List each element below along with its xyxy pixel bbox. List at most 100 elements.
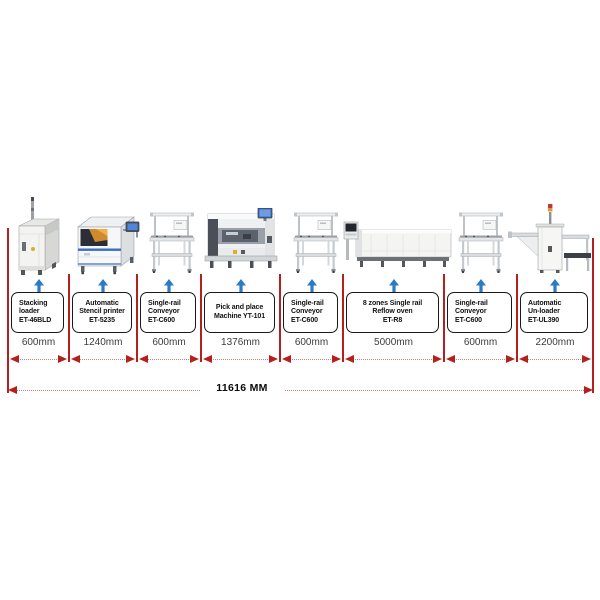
arrowhead-right-icon (126, 355, 135, 364)
arrowhead-right-icon (269, 355, 278, 364)
dimension-line (290, 358, 333, 360)
arrowhead-left-icon (10, 355, 19, 364)
reflow-oven-machine-image (343, 221, 453, 269)
width-dimension-arrow (10, 355, 67, 364)
station-name-line: Reflow oven (372, 308, 413, 316)
arrowhead-left-icon (203, 355, 212, 364)
station-name-line: ET-UL390 (528, 316, 560, 324)
station-name-line: ET-5235 (89, 316, 115, 324)
flow-up-arrow-icon (306, 279, 317, 294)
un-loader-icon (508, 204, 591, 273)
width-dimension-arrow (282, 355, 341, 364)
conveyor-icon (149, 212, 195, 273)
pick-and-place-machine-image (203, 208, 279, 270)
flow-up-arrow-icon (33, 279, 44, 294)
arrowhead-right-icon (582, 355, 591, 364)
dimension-divider-line (68, 274, 70, 362)
station-name-line: Single-rail (291, 299, 324, 307)
station-width-label: 2200mm (535, 337, 575, 348)
station-name-line: Conveyor (291, 308, 323, 316)
width-dimension-arrow (345, 355, 442, 364)
arrowhead-right-icon (58, 355, 67, 364)
arrowhead-right-icon (190, 355, 199, 364)
station-name-line: ET-C600 (148, 316, 175, 324)
flow-up-arrow-icon (98, 279, 108, 294)
conveyor-machine-image-2 (293, 212, 339, 273)
arrowhead-left-icon (282, 355, 291, 364)
reflow-oven-icon (343, 221, 452, 267)
arrowhead-left-icon (519, 355, 528, 364)
station-name-line: Single-rail (148, 299, 181, 307)
width-dimension-arrow (446, 355, 515, 364)
flow-up-arrow-icon (164, 279, 174, 294)
total-arrowhead-right-icon (584, 386, 593, 395)
dimension-line (353, 358, 434, 360)
conveyor-machine-image-3 (458, 212, 504, 273)
stencil-printer-machine-image (76, 213, 144, 276)
station-name-line: ET-46BLD (19, 316, 52, 324)
station-width-label: 600mm (21, 337, 56, 348)
station-name-line: ET-R8 (382, 316, 403, 324)
dimension-divider-line (200, 274, 202, 362)
flow-up-arrow-icon (235, 279, 246, 294)
dimension-line (211, 358, 270, 360)
arrowhead-right-icon (332, 355, 341, 364)
station-width-label: 1376mm (221, 337, 260, 348)
arrowhead-left-icon (139, 355, 148, 364)
dimension-divider-line (516, 274, 518, 362)
width-dimension-arrow (71, 355, 135, 364)
arrowhead-right-icon (506, 355, 515, 364)
station-name-line: Machine YT-101 (214, 312, 265, 320)
dimension-divider-line (443, 274, 445, 362)
stacking-loader-machine-image (15, 196, 63, 278)
station-name-line: Conveyor (148, 308, 180, 316)
total-dimension-line (15, 389, 586, 391)
station-name-line: Conveyor (455, 308, 487, 316)
station-width-label: 5000mm (374, 337, 413, 348)
station-width-label: 1240mm (83, 337, 123, 348)
width-dimension-arrow (519, 355, 591, 364)
station-name-line: Un-loader (528, 308, 560, 316)
dimension-line (454, 358, 507, 360)
dimension-divider-line (342, 274, 344, 362)
flow-up-arrow-icon (388, 279, 399, 294)
width-dimension-arrow (203, 355, 278, 364)
stacking-loader-icon (18, 197, 60, 275)
station-width-label: 600mm (152, 337, 186, 348)
dimension-divider-line (136, 274, 138, 362)
dimension-divider-line (7, 228, 9, 393)
un-loader-machine-image (507, 204, 593, 274)
dimension-line (527, 358, 583, 360)
station-width-label: 600mm (294, 337, 329, 348)
conveyor-machine-image-1 (149, 212, 195, 273)
station-name-line: Single-rail (455, 299, 488, 307)
station-name-line: Automatic (85, 299, 119, 307)
pick-and-place-icon (204, 208, 278, 268)
arrowhead-right-icon (433, 355, 442, 364)
station-name-line: Automatic (528, 299, 562, 307)
dimension-divider-line (279, 274, 281, 362)
width-dimension-arrow (139, 355, 199, 364)
